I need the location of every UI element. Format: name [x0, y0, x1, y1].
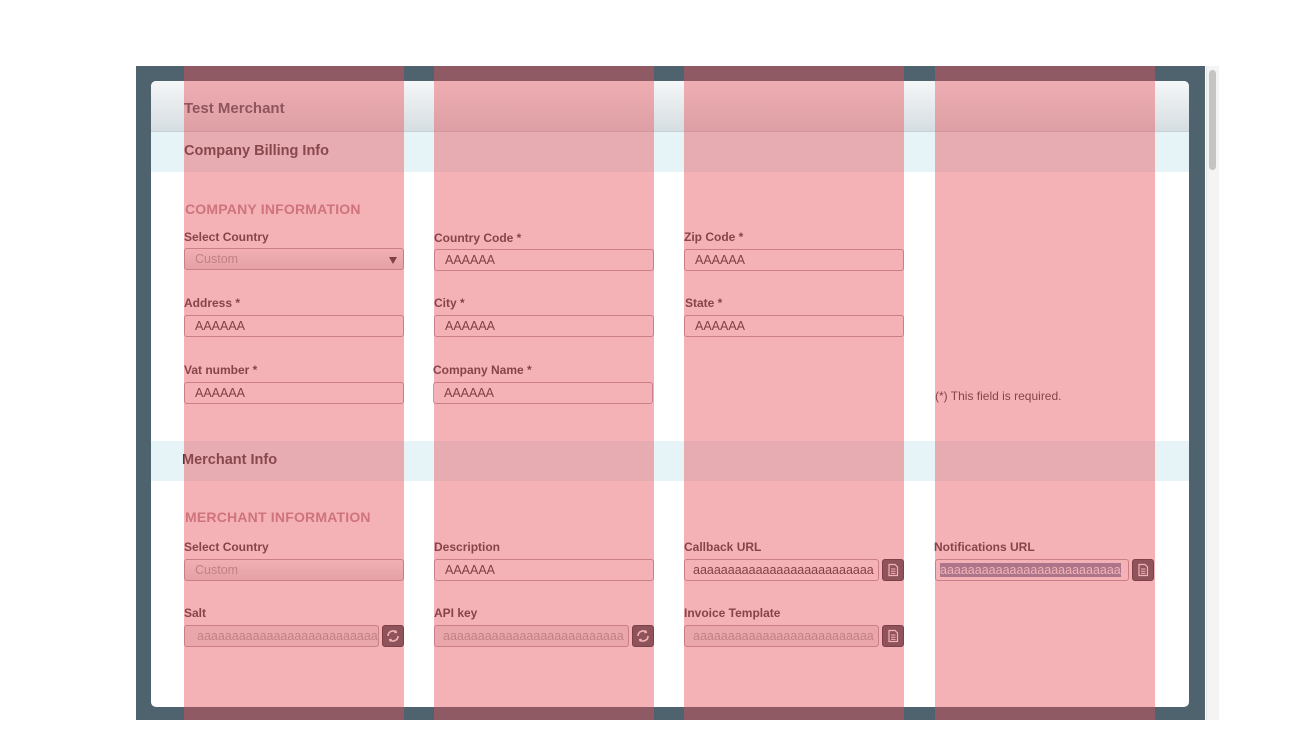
required-field-note: (*) This field is required.: [935, 389, 1062, 403]
refresh-icon: [387, 629, 399, 643]
merchant-section-bar: [151, 441, 1189, 481]
api-key-label: API key: [434, 606, 478, 620]
zip-code-input[interactable]: AAAAAA: [684, 249, 904, 271]
description-input[interactable]: AAAAAA: [434, 559, 654, 581]
address-label: Address *: [184, 296, 241, 310]
merchant-select-country-dropdown[interactable]: Custom: [184, 559, 404, 581]
refresh-icon: [637, 629, 649, 643]
billing-section-title: Company Billing Info: [184, 143, 329, 159]
city-input[interactable]: AAAAAA: [434, 315, 654, 337]
copy-notifications-url-button[interactable]: [1132, 559, 1154, 581]
panel-header: [151, 81, 1189, 132]
city-label: City *: [434, 296, 465, 310]
api-key-input[interactable]: aaaaaaaaaaaaaaaaaaaaaaaaaa: [434, 625, 629, 647]
zip-code-label: Zip Code *: [684, 230, 744, 244]
merchant-section-title: Merchant Info: [182, 452, 278, 468]
notifications-url-label: Notifications URL: [934, 540, 1035, 554]
invoice-template-button[interactable]: [882, 625, 904, 647]
notifications-url-selected-text: aaaaaaaaaaaaaaaaaaaaaaaaaa: [940, 563, 1121, 577]
country-code-label: Country Code *: [434, 231, 522, 245]
callback-url-input[interactable]: aaaaaaaaaaaaaaaaaaaaaaaaaa: [684, 559, 879, 581]
copy-document-icon: [888, 629, 899, 643]
select-country-value: Custom: [195, 252, 239, 266]
billing-section-bar: [151, 132, 1189, 172]
merchant-select-country-value: Custom: [195, 563, 239, 577]
company-name-input[interactable]: AAAAAA: [433, 382, 653, 404]
merchant-information-heading: MERCHANT INFORMATION: [185, 509, 371, 525]
invoice-template-label: Invoice Template: [684, 606, 781, 620]
merchant-panel: Test Merchant Company Billing Info COMPA…: [151, 81, 1189, 707]
select-country-label: Select Country: [184, 230, 269, 244]
scrollbar-thumb[interactable]: [1209, 70, 1216, 170]
country-code-input[interactable]: AAAAAA: [434, 249, 654, 271]
company-name-label: Company Name *: [433, 363, 532, 377]
invoice-template-input[interactable]: aaaaaaaaaaaaaaaaaaaaaaaaaa: [684, 625, 879, 647]
salt-label: Salt: [184, 606, 207, 620]
panel-title: Test Merchant: [184, 100, 285, 117]
vat-number-label: Vat number *: [184, 363, 258, 377]
address-input[interactable]: AAAAAA: [184, 315, 404, 337]
copy-document-icon: [1138, 563, 1149, 577]
regenerate-api-key-button[interactable]: [632, 625, 654, 647]
salt-input[interactable]: aaaaaaaaaaaaaaaaaaaaaaaaaa: [184, 625, 379, 647]
select-country-dropdown[interactable]: Custom: [184, 248, 404, 270]
chevron-down-icon: [389, 257, 397, 264]
copy-callback-url-button[interactable]: [882, 559, 904, 581]
scrollbar-track[interactable]: [1206, 66, 1219, 720]
copy-document-icon: [888, 563, 899, 577]
state-label: State *: [685, 296, 723, 310]
callback-url-label: Callback URL: [684, 540, 762, 554]
description-label: Description: [434, 540, 501, 554]
vat-number-input[interactable]: AAAAAA: [184, 382, 404, 404]
state-input[interactable]: AAAAAA: [684, 315, 904, 337]
merchant-select-country-label: Select Country: [184, 540, 269, 554]
notifications-url-input[interactable]: aaaaaaaaaaaaaaaaaaaaaaaaaa: [935, 559, 1129, 581]
regenerate-salt-button[interactable]: [382, 625, 404, 647]
company-information-heading: COMPANY INFORMATION: [185, 201, 361, 217]
